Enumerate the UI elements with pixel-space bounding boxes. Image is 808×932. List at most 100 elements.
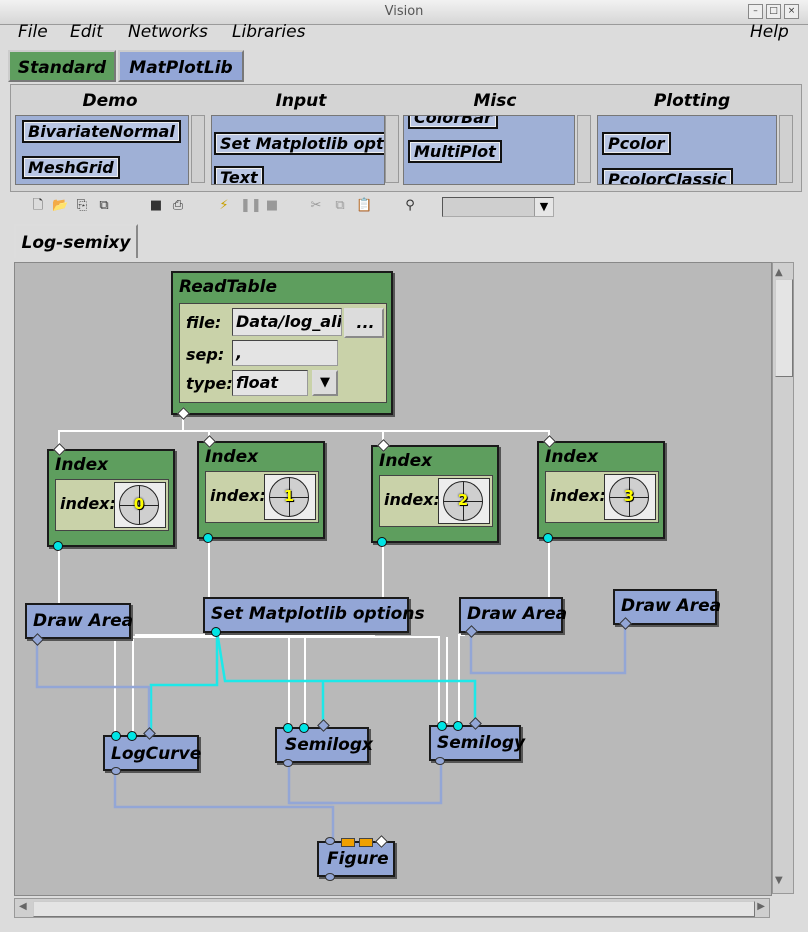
menu-help[interactable]: Help — [750, 22, 789, 42]
toolbar: 🗋 📂 ⎘ ⧉ ■ ⎙ ⚡ ❚❚ ■ ✂ ⧉ 📋 ⚲ ▼ — [10, 194, 800, 220]
menu-libraries[interactable]: Libraries — [232, 22, 306, 42]
vertical-scroll-thumb[interactable] — [775, 279, 793, 377]
print-icon[interactable]: ⎙ — [172, 198, 184, 213]
figure-input-port-1[interactable] — [325, 837, 335, 845]
index-1-dial[interactable]: 1 — [269, 477, 309, 517]
logcurve-input-port-1[interactable] — [111, 731, 121, 741]
category-panel: Demo BivariateNormal MeshGrid Input Set … — [10, 84, 802, 192]
node-logcurve[interactable]: LogCurve — [103, 735, 201, 771]
index-3-label: index: — [550, 486, 606, 505]
figure-input-port-3[interactable] — [359, 838, 373, 847]
tab-matplotlib[interactable]: MatPlotLib — [118, 50, 244, 82]
index-3-value: 3 — [623, 487, 635, 505]
library-item-pcolorclassic[interactable]: PcolorClassic — [602, 168, 733, 184]
node-draw-area-1[interactable]: Draw Area — [25, 603, 133, 639]
cut-icon[interactable]: ✂ — [310, 198, 322, 213]
input-scrollbar[interactable] — [385, 115, 399, 183]
tab-log-semixy[interactable]: Log-semixy — [14, 224, 138, 258]
copy-icon[interactable]: ⧉ — [335, 198, 345, 213]
horizontal-scroll-thumb[interactable] — [33, 901, 755, 917]
index-1-dial-frame: 1 — [264, 474, 316, 520]
node-index-1[interactable]: Index index: 1 — [197, 435, 325, 543]
copy-network-icon[interactable]: ⧉ — [99, 198, 109, 213]
menu-networks[interactable]: Networks — [128, 22, 208, 42]
scroll-left-icon[interactable]: ◀ — [19, 901, 27, 912]
library-item-text[interactable]: Text — [214, 166, 264, 184]
index-0-title: Index — [55, 455, 109, 475]
merge-icon[interactable]: ⎘ — [76, 198, 88, 213]
index-3-title: Index — [545, 447, 599, 467]
sep-input[interactable]: , — [232, 340, 338, 366]
file-input[interactable]: Data/log_ali — [232, 308, 342, 336]
node-set-matplotlib-options[interactable]: Set Matplotlib options — [203, 597, 425, 633]
plotting-scrollbar[interactable] — [779, 115, 793, 183]
run-icon[interactable]: ⚡ — [219, 198, 229, 213]
canvas-horizontal-scrollbar[interactable]: ◀ ▶ — [14, 898, 770, 918]
save-icon[interactable]: ■ — [149, 198, 163, 213]
network-canvas[interactable]: ReadTable file: Data/log_ali ... sep: , … — [14, 262, 772, 896]
node-index-0[interactable]: Index index: 0 — [47, 443, 175, 551]
node-index-2[interactable]: Index index: 2 — [371, 439, 499, 547]
paste-icon[interactable]: 📋 — [356, 198, 373, 213]
canvas-vertical-scrollbar[interactable]: ▲ ▼ — [772, 262, 794, 894]
library-item-bivariatenormal[interactable]: BivariateNormal — [22, 120, 181, 143]
index-0-output-port[interactable] — [53, 541, 63, 551]
index-1-body: index: 1 — [205, 471, 319, 523]
index-3-dial[interactable]: 3 — [609, 477, 649, 517]
library-item-meshgrid[interactable]: MeshGrid — [22, 156, 120, 179]
open-folder-icon[interactable]: 📂 — [52, 198, 69, 213]
figure-output-port[interactable] — [325, 873, 335, 881]
node-draw-area-2[interactable]: Draw Area — [459, 597, 567, 633]
pause-icon[interactable]: ❚❚ — [240, 198, 262, 213]
new-file-icon[interactable]: 🗋 — [32, 198, 44, 213]
menu-file[interactable]: File — [18, 22, 48, 42]
node-semilogx[interactable]: Semilogx — [275, 727, 373, 763]
find-icon[interactable]: ⚲ — [405, 198, 415, 213]
scroll-up-icon[interactable]: ▲ — [775, 267, 783, 278]
library-item-set-matplotlib-options[interactable]: Set Matplotlib options — [214, 132, 384, 155]
tab-standard[interactable]: Standard — [8, 50, 116, 82]
index-0-dial-frame: 0 — [114, 482, 166, 528]
library-item-pcolor[interactable]: Pcolor — [602, 132, 671, 155]
node-draw-area-3[interactable]: Draw Area — [613, 589, 721, 625]
logcurve-output-port[interactable] — [111, 767, 121, 775]
node-index-3[interactable]: Index index: 3 — [537, 435, 665, 543]
find-combobox[interactable]: ▼ — [442, 197, 554, 217]
chevron-down-icon[interactable]: ▼ — [534, 198, 553, 216]
minimize-icon[interactable]: – — [748, 4, 763, 19]
file-label: file: — [186, 313, 222, 332]
browse-button[interactable]: ... — [344, 308, 384, 338]
index-3-output-port[interactable] — [543, 533, 553, 543]
index-1-output-port[interactable] — [203, 533, 213, 543]
library-item-multiplot[interactable]: MultiPlot — [408, 140, 502, 163]
node-readtable[interactable]: ReadTable file: Data/log_ali ... sep: , … — [171, 271, 393, 420]
semilogx-output-port[interactable] — [283, 759, 293, 767]
close-icon[interactable]: × — [784, 4, 799, 19]
chevron-down-icon[interactable]: ▼ — [312, 370, 338, 396]
type-select[interactable]: float — [232, 370, 308, 396]
index-2-output-port[interactable] — [377, 537, 387, 547]
demo-scrollbar[interactable] — [191, 115, 205, 183]
logcurve-input-port-2[interactable] — [127, 731, 137, 741]
figure-input-port-2[interactable] — [341, 838, 355, 847]
sep-label: sep: — [186, 345, 225, 364]
stop-icon[interactable]: ■ — [265, 198, 279, 213]
scroll-down-icon[interactable]: ▼ — [775, 875, 783, 886]
scroll-right-icon[interactable]: ▶ — [757, 901, 765, 912]
menu-edit[interactable]: Edit — [70, 22, 103, 42]
index-2-dial[interactable]: 2 — [443, 481, 483, 521]
misc-scrollbar[interactable] — [577, 115, 591, 183]
node-figure[interactable]: Figure — [317, 841, 395, 877]
semilogx-input-port-1[interactable] — [283, 723, 293, 733]
maximize-icon[interactable]: □ — [766, 4, 781, 19]
readtable-title: ReadTable — [179, 277, 277, 297]
library-item-colorbar[interactable]: ColorBar — [408, 116, 498, 129]
index-1-title: Index — [205, 447, 259, 467]
semilogy-input-port-2[interactable] — [453, 721, 463, 731]
semilogy-input-port-1[interactable] — [437, 721, 447, 731]
title-bar: Vision – □ × — [0, 0, 808, 25]
set-options-output-port[interactable] — [211, 627, 221, 637]
index-0-dial[interactable]: 0 — [119, 485, 159, 525]
semilogx-input-port-2[interactable] — [299, 723, 309, 733]
semilogy-output-port[interactable] — [435, 757, 445, 765]
